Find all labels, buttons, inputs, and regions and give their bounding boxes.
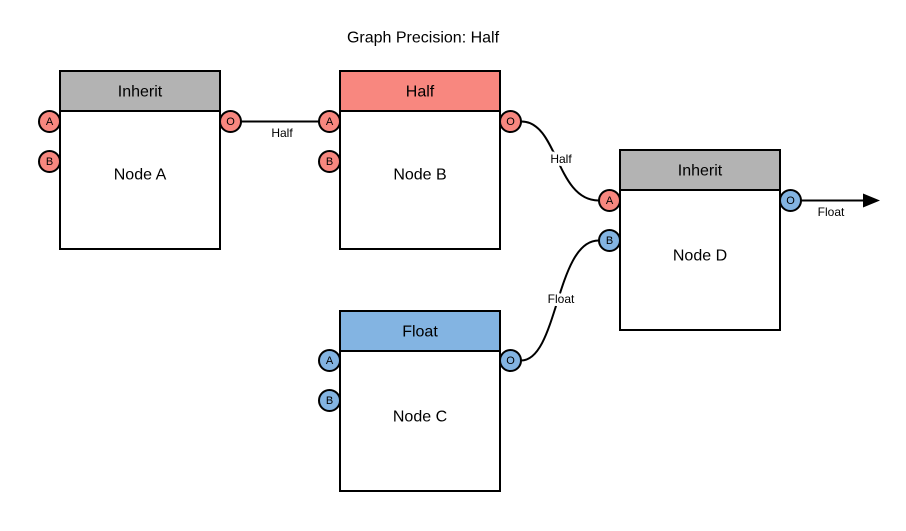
node-c-port-b[interactable]: [318, 389, 341, 412]
node-c[interactable]: Float Node C A B O: [318, 310, 522, 492]
node-d-port-o[interactable]: [779, 189, 802, 212]
edge-b-to-d[interactable]: [521, 120, 599, 202]
node-d-header: [619, 149, 781, 191]
node-a-header: [59, 70, 221, 112]
node-a[interactable]: Inherit Node A A B O: [38, 70, 242, 250]
edge-c-to-d-label: Float: [548, 292, 575, 306]
node-a-port-a[interactable]: [38, 110, 61, 133]
node-d-port-o-label: O: [786, 195, 795, 207]
node-b[interactable]: Half Node B A B O: [318, 70, 522, 250]
node-a-header-label: Inherit: [118, 84, 163, 101]
node-d-port-b-label: B: [606, 235, 613, 247]
edge-d-output-label: Float: [818, 205, 845, 219]
node-d[interactable]: Inherit Node D A B O: [598, 149, 802, 331]
node-b-port-a[interactable]: [318, 110, 341, 133]
node-b-port-a-label: A: [326, 116, 334, 128]
node-c-port-o[interactable]: [499, 349, 522, 372]
node-b-port-o-label: O: [506, 116, 515, 128]
node-c-port-a[interactable]: [318, 349, 341, 372]
node-a-port-o[interactable]: [219, 110, 242, 133]
node-a-port-o-label: O: [226, 116, 235, 128]
edge-a-to-b-label: Half: [271, 126, 293, 140]
node-c-header: [339, 310, 501, 352]
node-d-port-a-label: A: [606, 195, 614, 207]
node-a-port-b[interactable]: [38, 150, 61, 173]
node-c-port-a-label: A: [326, 355, 334, 367]
edge-d-output-arrowhead: [863, 193, 880, 208]
edge-c-to-d[interactable]: [520, 239, 599, 362]
node-b-header-label: Half: [406, 84, 435, 101]
node-b-label: Node B: [393, 167, 446, 184]
node-d-header-label: Inherit: [678, 163, 723, 180]
node-d-port-a[interactable]: [598, 189, 621, 212]
node-c-header-label: Float: [402, 324, 438, 341]
node-a-label: Node A: [114, 167, 167, 184]
node-b-header: [339, 70, 501, 112]
edge-b-to-d-label: Half: [550, 152, 572, 166]
diagram-title: Graph Precision: Half: [347, 30, 500, 47]
node-c-port-b-label: B: [326, 395, 333, 407]
node-b-port-o[interactable]: [499, 110, 522, 133]
node-d-label: Node D: [673, 248, 727, 265]
node-a-port-b-label: B: [46, 156, 53, 168]
node-b-port-b-label: B: [326, 156, 333, 168]
node-d-port-b[interactable]: [598, 229, 621, 252]
node-c-label: Node C: [393, 409, 447, 426]
node-b-port-b[interactable]: [318, 150, 341, 173]
node-a-port-a-label: A: [46, 116, 54, 128]
node-c-port-o-label: O: [506, 355, 515, 367]
